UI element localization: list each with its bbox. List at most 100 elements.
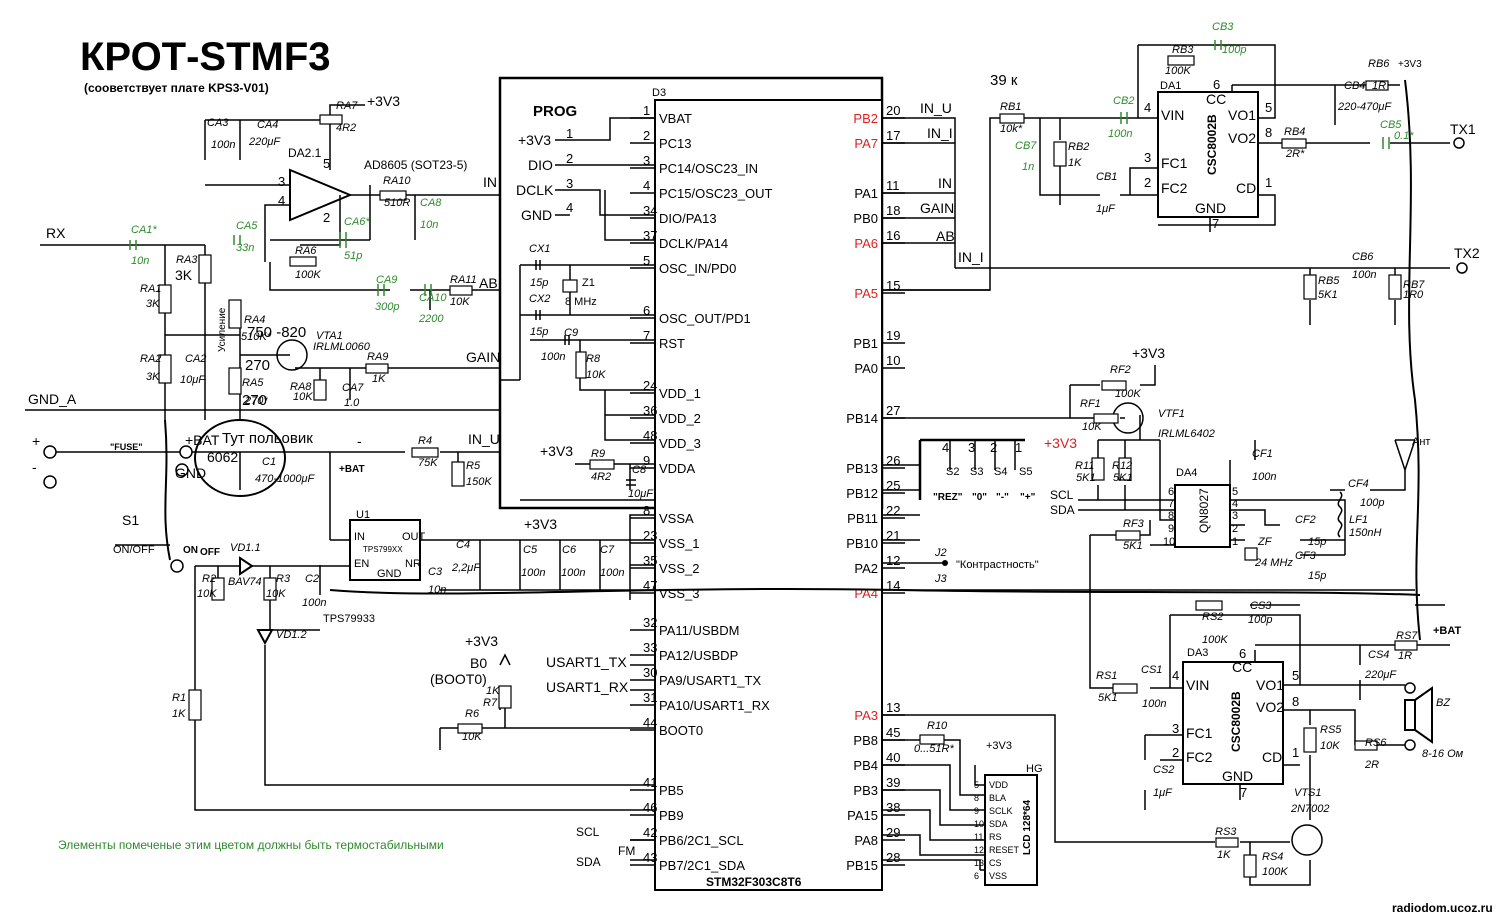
svg-text:RS6: RS6 <box>1365 737 1387 749</box>
svg-text:CX1: CX1 <box>529 243 550 255</box>
svg-text:510R: 510R <box>384 197 410 209</box>
svg-text:1K: 1K <box>372 373 386 385</box>
svg-text:3: 3 <box>1232 510 1238 522</box>
svg-text:+3V3: +3V3 <box>986 740 1012 752</box>
lcd-pin-number: 13 <box>974 858 984 868</box>
svg-text:RB5: RB5 <box>1318 275 1340 287</box>
svg-text:ZF: ZF <box>1257 536 1273 548</box>
svg-text:CA4: CA4 <box>257 119 278 131</box>
lcd-pin-name: BLA <box>989 793 1006 803</box>
pin-number: 19 <box>886 328 900 343</box>
button-block: 4 3 2 1 S2 S3 S4 S5 "REZ" "0" "-" "+" <box>882 438 1036 541</box>
pin-number: 12 <box>886 553 900 568</box>
svg-text:1K: 1K <box>172 708 186 720</box>
svg-text:3K: 3K <box>146 371 160 383</box>
svg-text:VD1.1: VD1.1 <box>230 542 261 554</box>
svg-text:1R: 1R <box>1398 650 1412 662</box>
svg-text:CD: CD <box>1262 749 1282 765</box>
svg-text:RA4: RA4 <box>244 314 265 326</box>
svg-text:CF3: CF3 <box>1295 550 1317 562</box>
pin-name: VDD_2 <box>659 411 701 426</box>
svg-text:100p: 100p <box>1248 614 1272 626</box>
svg-text:VO1: VO1 <box>1228 107 1256 123</box>
tx-amplifier: DA1 CSC8002B VIN CC VO1 VO2 FC1 FC2 GND … <box>882 21 1480 325</box>
svg-text:100K: 100K <box>1262 866 1288 878</box>
svg-text:J2: J2 <box>934 547 947 559</box>
svg-text:1K: 1K <box>486 685 500 697</box>
svg-text:TX1: TX1 <box>1450 121 1476 137</box>
svg-text:10n: 10n <box>420 219 438 231</box>
svg-text:ON: ON <box>183 545 198 556</box>
svg-text:RA7: RA7 <box>336 100 358 112</box>
lcd-pin-number: 11 <box>974 832 983 842</box>
svg-text:3K: 3K <box>175 267 193 283</box>
svg-text:-: - <box>357 433 362 449</box>
svg-text:C4: C4 <box>456 539 470 551</box>
svg-text:51p: 51p <box>344 250 362 262</box>
svg-text:5: 5 <box>1292 668 1299 683</box>
svg-text:R11: R11 <box>1075 460 1094 472</box>
pin-name: PA5 <box>854 286 878 301</box>
pin-number: 2 <box>643 128 650 143</box>
svg-text:7: 7 <box>1212 216 1219 231</box>
lcd-pin-name: RESET <box>989 845 1020 855</box>
svg-text:USART1_TX: USART1_TX <box>546 654 627 670</box>
svg-text:2: 2 <box>1172 745 1179 760</box>
pin-name: PC13 <box>659 136 692 151</box>
svg-text:TX2: TX2 <box>1454 245 1480 261</box>
pin-name: PA3 <box>854 708 878 723</box>
svg-text:5: 5 <box>1232 486 1238 498</box>
svg-text:4: 4 <box>278 193 285 208</box>
svg-text:AB: AB <box>936 228 955 244</box>
svg-text:RA2: RA2 <box>140 353 161 365</box>
svg-text:5K1: 5K1 <box>1113 472 1133 484</box>
svg-text:+3V3: +3V3 <box>367 93 400 109</box>
svg-text:"REZ": "REZ" <box>933 492 963 503</box>
svg-text:5K1: 5K1 <box>1076 472 1096 484</box>
svg-text:CB2: CB2 <box>1113 95 1134 107</box>
svg-text:C9: C9 <box>564 327 578 339</box>
svg-text:10μF: 10μF <box>180 374 206 386</box>
svg-text:2: 2 <box>1232 523 1238 535</box>
pin-name: PA4 <box>854 586 878 601</box>
svg-text:220μF: 220μF <box>248 136 281 148</box>
svg-text:6: 6 <box>1213 77 1220 92</box>
pin-name: PA1 <box>854 186 878 201</box>
mcu-left-signals: IN AB GAIN IN_U USART1_TX USART1_RX SCL … <box>430 174 655 869</box>
svg-text:"0": "0" <box>972 492 987 503</box>
svg-text:ON/OFF: ON/OFF <box>113 544 155 556</box>
svg-text:+3V3: +3V3 <box>465 633 498 649</box>
pin-number: 9 <box>643 453 650 468</box>
svg-text:+BAT: +BAT <box>339 464 365 475</box>
svg-text:VTA1: VTA1 <box>316 330 343 342</box>
svg-text:C7: C7 <box>600 544 615 556</box>
pin-name: PB9 <box>659 808 684 823</box>
svg-text:R6: R6 <box>465 708 480 720</box>
svg-text:+3V3: +3V3 <box>540 443 573 459</box>
svg-text:8: 8 <box>1292 694 1299 709</box>
svg-text:CF4: CF4 <box>1348 478 1369 490</box>
svg-text:S2: S2 <box>946 466 959 478</box>
pin-name: PB10 <box>846 536 878 551</box>
svg-text:C2: C2 <box>305 573 319 585</box>
lcd-pin-name: RS <box>989 832 1002 842</box>
pin-name: PA9/USART1_TX <box>659 673 761 688</box>
svg-text:RB1: RB1 <box>1000 101 1021 113</box>
pin-number: 18 <box>886 203 900 218</box>
svg-text:7: 7 <box>1240 785 1247 800</box>
svg-text:IN: IN <box>354 531 365 543</box>
svg-text:B0: B0 <box>470 655 487 671</box>
svg-text:CSC8002B: CSC8002B <box>1229 691 1243 752</box>
svg-text:FC2: FC2 <box>1161 180 1188 196</box>
pin-number: 20 <box>886 103 900 118</box>
svg-text:24 MHz: 24 MHz <box>1254 557 1293 569</box>
svg-text:RA6: RA6 <box>295 245 317 257</box>
svg-text:R2: R2 <box>202 573 216 585</box>
svg-text:CD: CD <box>1236 180 1256 196</box>
